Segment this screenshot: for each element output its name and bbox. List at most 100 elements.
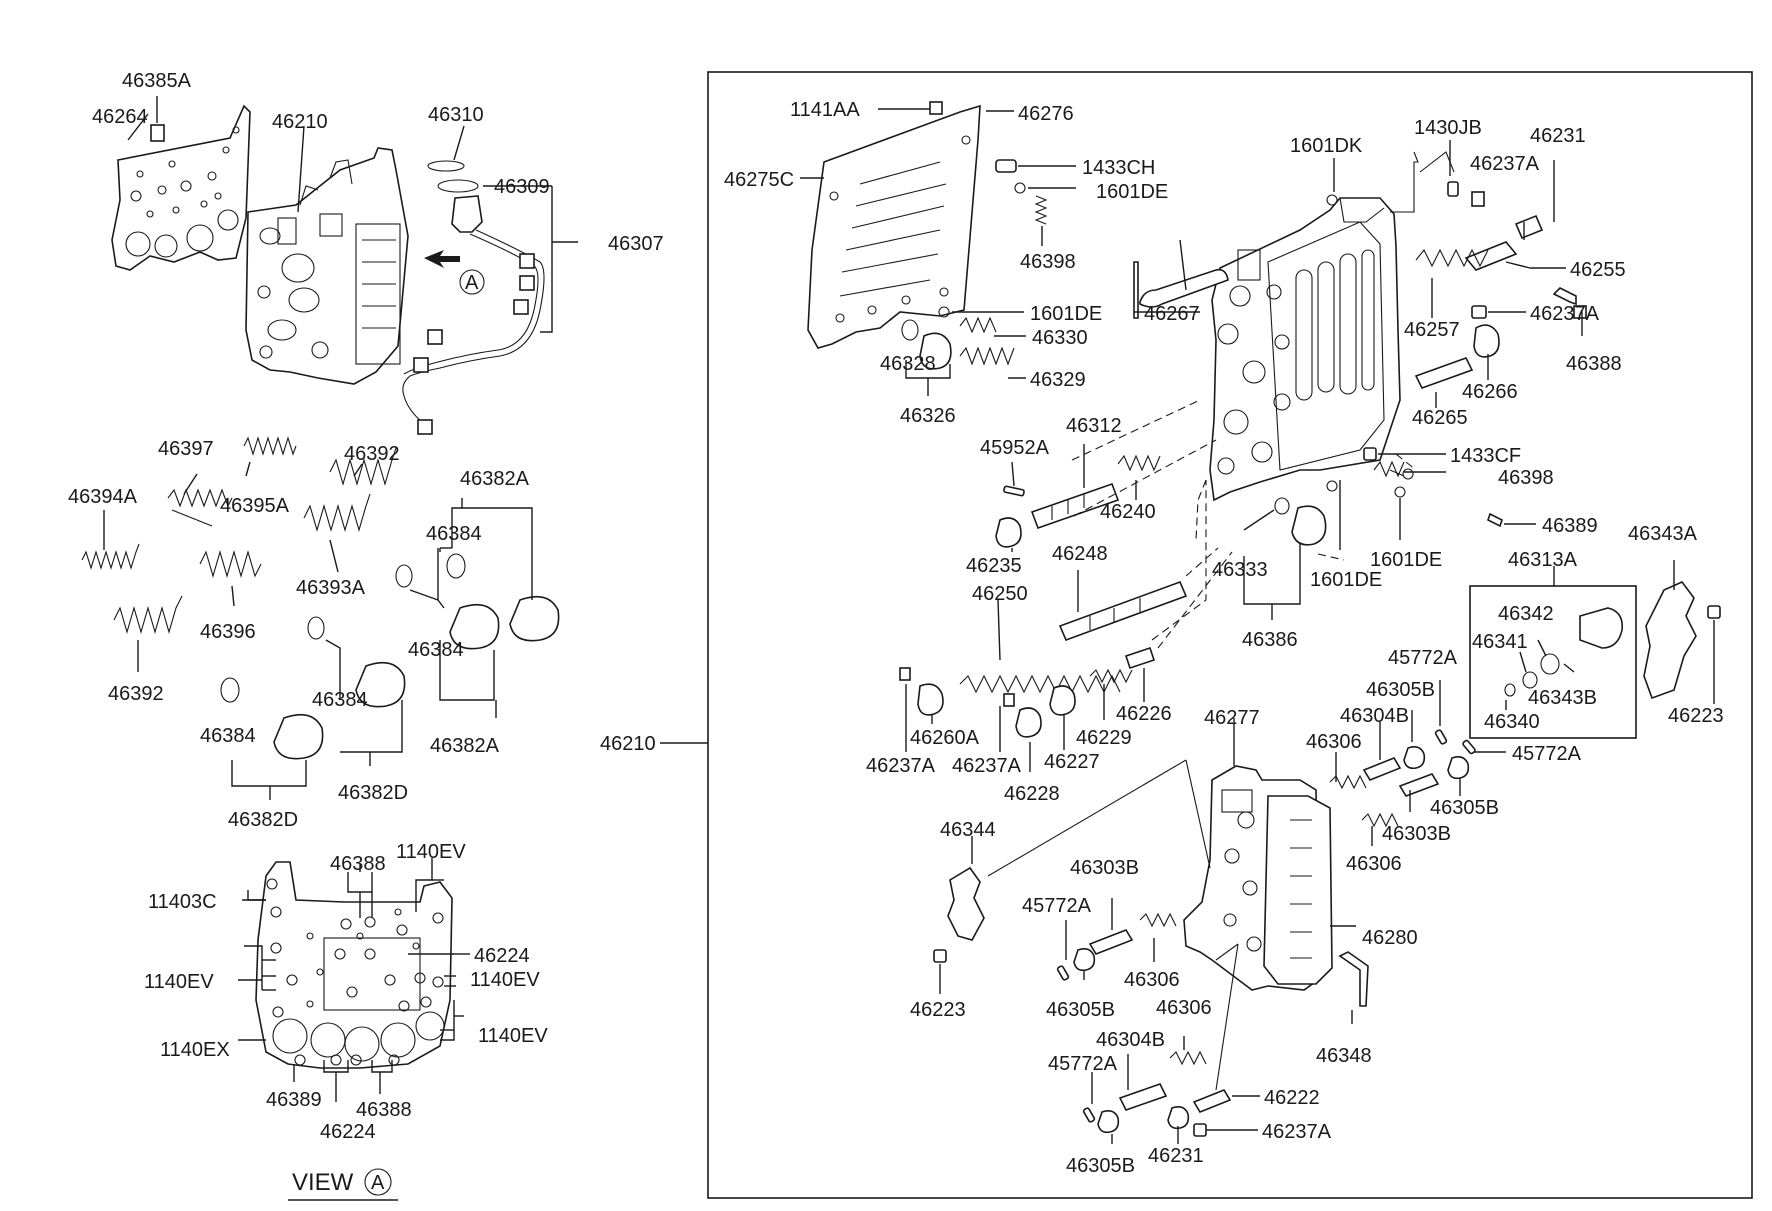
assembly-46210-frame xyxy=(707,71,1753,1199)
label-46250: 46250 xyxy=(972,583,1028,605)
label-46384-c: 46384 xyxy=(312,689,368,711)
pin-1430JB xyxy=(1447,181,1459,197)
valve-body-upper xyxy=(1209,197,1401,502)
label-view-a-marker: A xyxy=(465,272,479,294)
label-46306-a: 46306 xyxy=(1306,731,1362,753)
label-46348: 46348 xyxy=(1316,1045,1372,1067)
o-ring-46309 xyxy=(437,179,479,193)
label-46398-b: 46398 xyxy=(1498,467,1554,489)
plug-46382D-b xyxy=(273,713,324,760)
label-46227: 46227 xyxy=(1044,751,1100,773)
label-46340: 46340 xyxy=(1484,711,1540,733)
label-46235: 46235 xyxy=(966,555,1022,577)
valve-46255 xyxy=(1464,241,1518,271)
spring-46392-b xyxy=(113,595,183,634)
label-45772A-a: 45772A xyxy=(1388,647,1458,669)
label-1601DK: 1601DK xyxy=(1290,135,1363,157)
part-labels: 46385A 46264 46210 46310 46309 46307 A 4… xyxy=(68,70,1724,1196)
label-46305B-b: 46305B xyxy=(1430,797,1499,819)
label-46394A: 46394A xyxy=(68,486,138,508)
label-46260A: 46260A xyxy=(910,727,980,749)
label-46312: 46312 xyxy=(1066,415,1122,437)
label-46237A-a: 46237A xyxy=(1470,153,1540,175)
label-45772A-c: 45772A xyxy=(1022,895,1092,917)
label-46257: 46257 xyxy=(1404,319,1460,341)
label-46344: 46344 xyxy=(940,819,996,841)
label-1601DE-b: 1601DE xyxy=(1030,303,1102,325)
label-46255: 46255 xyxy=(1570,259,1626,281)
view-direction-arrow xyxy=(424,250,460,268)
label-46397: 46397 xyxy=(158,438,214,460)
springs-and-plugs xyxy=(81,436,560,800)
label-view-11403C: 11403C xyxy=(148,891,217,913)
label-view-1140EV-c: 1140EV xyxy=(470,969,540,991)
bracket-46344 xyxy=(947,866,985,941)
ring-46384-a xyxy=(446,553,466,579)
label-46388: 46388 xyxy=(1566,353,1622,375)
label-46266: 46266 xyxy=(1462,381,1518,403)
label-46306-d: 46306 xyxy=(1156,997,1212,1019)
label-46210-top: 46210 xyxy=(272,111,328,133)
label-46396: 46396 xyxy=(200,621,256,643)
label-46386: 46386 xyxy=(1242,629,1298,651)
label-46342: 46342 xyxy=(1498,603,1554,625)
label-46240: 46240 xyxy=(1100,501,1156,523)
label-45772A-b: 45772A xyxy=(1512,743,1582,765)
label-view-46224-a: 46224 xyxy=(474,945,530,967)
label-46330: 46330 xyxy=(1032,327,1088,349)
label-46223-a: 46223 xyxy=(1668,705,1724,727)
label-46389: 46389 xyxy=(1542,515,1598,537)
valve-46248 xyxy=(1058,580,1188,642)
spring-46396 xyxy=(199,550,262,578)
box-46313A xyxy=(1469,585,1637,739)
label-46223-b: 46223 xyxy=(910,999,966,1021)
label-view-46388-a: 46388 xyxy=(330,853,386,875)
label-46392-b: 46392 xyxy=(108,683,164,705)
label-1433CH: 1433CH xyxy=(1082,157,1155,179)
label-46306-c: 46306 xyxy=(1124,969,1180,991)
valve-46304B-b xyxy=(1118,1083,1168,1111)
label-46384-d: 46384 xyxy=(200,725,256,747)
label-46307: 46307 xyxy=(608,233,664,255)
right-assembly xyxy=(800,101,1721,1144)
label-46384-b: 46384 xyxy=(408,639,464,661)
label-46305B-c: 46305B xyxy=(1046,999,1115,1021)
label-46304B-a: 46304B xyxy=(1340,705,1409,727)
label-1601DE-a: 1601DE xyxy=(1096,181,1168,203)
label-view-46388-b: 46388 xyxy=(356,1099,412,1121)
label-46237A-b: 46237A xyxy=(1530,303,1600,325)
label-46306-b: 46306 xyxy=(1346,853,1402,875)
label-46382D-a: 46382D xyxy=(338,782,408,804)
label-46313A: 46313A xyxy=(1508,549,1578,571)
sleeve-46231-b xyxy=(1167,1106,1190,1130)
plug-46235 xyxy=(995,517,1022,548)
label-46382A-b: 46382A xyxy=(430,735,500,757)
valve-46304B-a xyxy=(1362,757,1402,781)
bolt-46223-a xyxy=(1707,605,1721,619)
label-46343B: 46343B xyxy=(1528,687,1597,709)
spool-46267 xyxy=(1139,268,1229,308)
label-view-1140EX: 1140EX xyxy=(160,1039,230,1061)
label-1141AA: 1141AA xyxy=(790,99,860,121)
label-46333: 46333 xyxy=(1212,559,1268,581)
label-46343A: 46343A xyxy=(1628,523,1698,545)
label-46398-a: 46398 xyxy=(1020,251,1076,273)
bolt-46389 xyxy=(1487,512,1503,528)
plug-46382A-b xyxy=(449,603,500,650)
label-view-title-a: A xyxy=(371,1172,385,1194)
valve-46312 xyxy=(1030,482,1120,530)
plug-46326 xyxy=(919,332,952,370)
spring-46395A xyxy=(243,436,297,456)
pin-1433CH xyxy=(995,159,1017,173)
label-46229: 46229 xyxy=(1076,727,1132,749)
valve-46265 xyxy=(1414,357,1474,389)
label-46248: 46248 xyxy=(1052,543,1108,565)
valve-46222 xyxy=(1192,1089,1232,1113)
label-46304B-b: 46304B xyxy=(1096,1029,1165,1051)
label-46393A: 46393A xyxy=(296,577,366,599)
label-1601DE-c: 1601DE xyxy=(1370,549,1442,571)
sensor-46343B xyxy=(1579,607,1624,649)
label-46237A-e: 46237A xyxy=(1262,1121,1332,1143)
label-view-1140EV-b: 1140EV xyxy=(144,971,214,993)
